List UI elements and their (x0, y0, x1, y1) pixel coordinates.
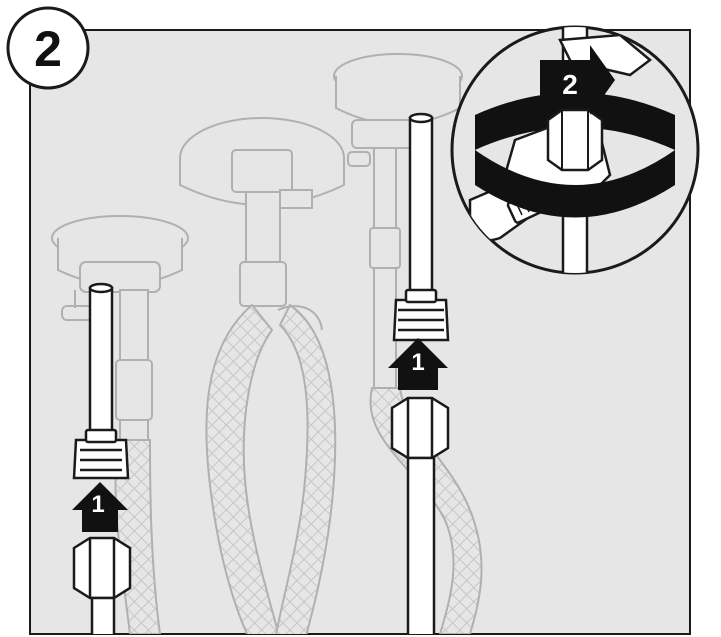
right-upward-arrow: 1 (388, 338, 448, 390)
undersink-scene: 1 1 (51, 53, 483, 634)
right-arrow-label: 1 (411, 349, 424, 376)
left-arrow-label: 1 (91, 491, 104, 518)
left-upward-arrow: 1 (72, 482, 128, 532)
braided-hose (205, 303, 337, 634)
step-badge: 2 (6, 6, 90, 90)
left-supply-tube (72, 282, 132, 634)
right-supply-tube (390, 112, 450, 634)
detail-arrow-label: 2 (562, 69, 578, 100)
center-faucet-base (179, 117, 345, 307)
detail-magnifier: 2 (450, 25, 700, 275)
step-number: 2 (34, 21, 62, 77)
